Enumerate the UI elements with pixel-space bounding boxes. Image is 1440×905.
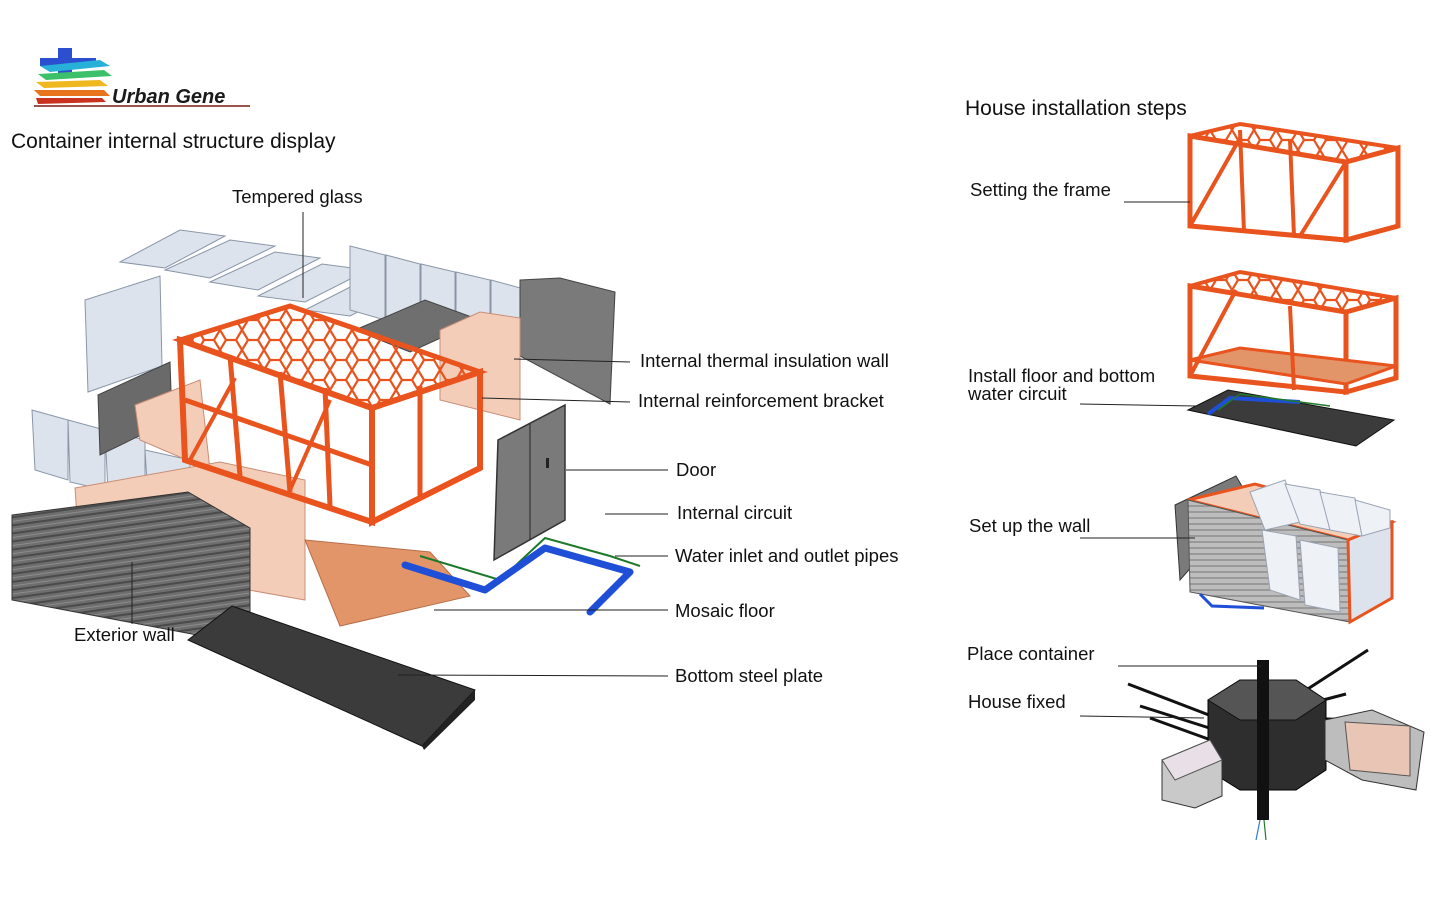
leader-lines-left [131, 212, 669, 677]
exploded-container-diagram [11, 212, 669, 750]
label-reinforcement-bracket: Internal reinforcement bracket [638, 390, 884, 411]
label-mosaic-floor: Mosaic floor [675, 600, 775, 621]
step-label-floor-line1: Install floor and bottom [968, 365, 1156, 386]
label-bottom-steel-plate: Bottom steel plate [675, 665, 824, 686]
bottom-steel-plate-shape [187, 605, 476, 747]
mosaic-floor-shape [304, 539, 471, 627]
step-label-house-fixed: House fixed [968, 691, 1066, 712]
water-pipe [401, 544, 634, 616]
label-exterior-wall: Exterior wall [74, 624, 175, 645]
label-water-pipes: Water inlet and outlet pipes [675, 545, 899, 566]
step-label-wall: Set up the wall [969, 515, 1091, 536]
step-label-frame: Setting the frame [970, 179, 1111, 200]
step-label-place-container: Place container [967, 643, 1095, 664]
step-label-floor-line2: water circuit [968, 383, 1067, 404]
exterior-wall-shape [11, 491, 251, 646]
right-panel-title: House installation steps [965, 97, 1187, 120]
label-door: Door [676, 459, 717, 480]
step-frame-illustration [1124, 121, 1401, 244]
step-floor-illustration [1079, 269, 1399, 447]
label-thermal-wall: Internal thermal insulation wall [640, 350, 889, 371]
label-internal-circuit: Internal circuit [677, 502, 793, 523]
circuit-line [419, 536, 641, 582]
logo-wordmark: Urban Gene [112, 86, 226, 108]
urban-gene-logo [34, 48, 250, 107]
step-place-fix-illustration [1079, 648, 1425, 841]
reinforcement-frame [172, 303, 488, 527]
label-tempered-glass: Tempered glass [232, 186, 363, 207]
roof-panel-right [519, 277, 616, 405]
step-wall-illustration [1080, 475, 1397, 625]
left-panel-title: Container internal structure display [11, 130, 336, 153]
